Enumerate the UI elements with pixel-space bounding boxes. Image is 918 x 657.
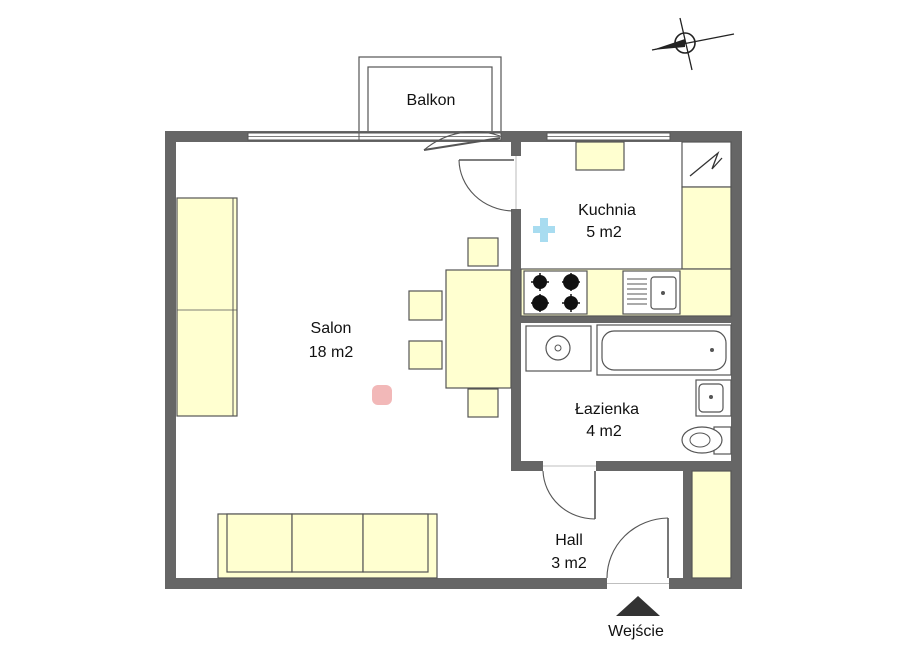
hall-name: Hall [555,532,583,549]
balcony: Balkon [358,56,502,133]
chair [467,237,499,267]
entrance-label: Wejście [608,623,664,640]
balcony-door [423,131,501,151]
chair [408,340,443,370]
bathroom-door [537,461,602,520]
windows [247,132,671,141]
plus-mark [533,218,555,242]
chair [408,290,443,321]
lazienka-name: Łazienka [575,401,639,418]
lazienka-area: 4 m2 [586,423,622,440]
dining-table [445,269,512,389]
compass-rose-icon [651,17,735,71]
washing-machine [525,325,592,372]
salon-name: Salon [311,320,352,337]
kitchen-furniture [520,141,732,317]
kitchen-shelf [575,141,625,171]
toilet [681,426,732,455]
kitchen-door [458,150,521,215]
wardrobe [176,197,238,417]
salon-area: 18 m2 [309,344,354,361]
accent-dot [372,385,392,405]
kuchnia-name: Kuchnia [578,202,636,219]
hall-wardrobe [691,470,732,579]
bathroom-furniture [525,324,732,455]
fridge [681,141,732,188]
balkon-label: Balkon [407,92,456,109]
sofa [217,513,438,579]
kuchnia-area: 5 m2 [586,224,622,241]
kitchen-cabinet [681,186,732,270]
entrance-door [600,517,676,589]
chair [467,388,499,418]
entrance-arrow-icon [616,596,660,616]
salon-furniture [176,197,512,579]
hall-area: 3 m2 [551,555,587,572]
